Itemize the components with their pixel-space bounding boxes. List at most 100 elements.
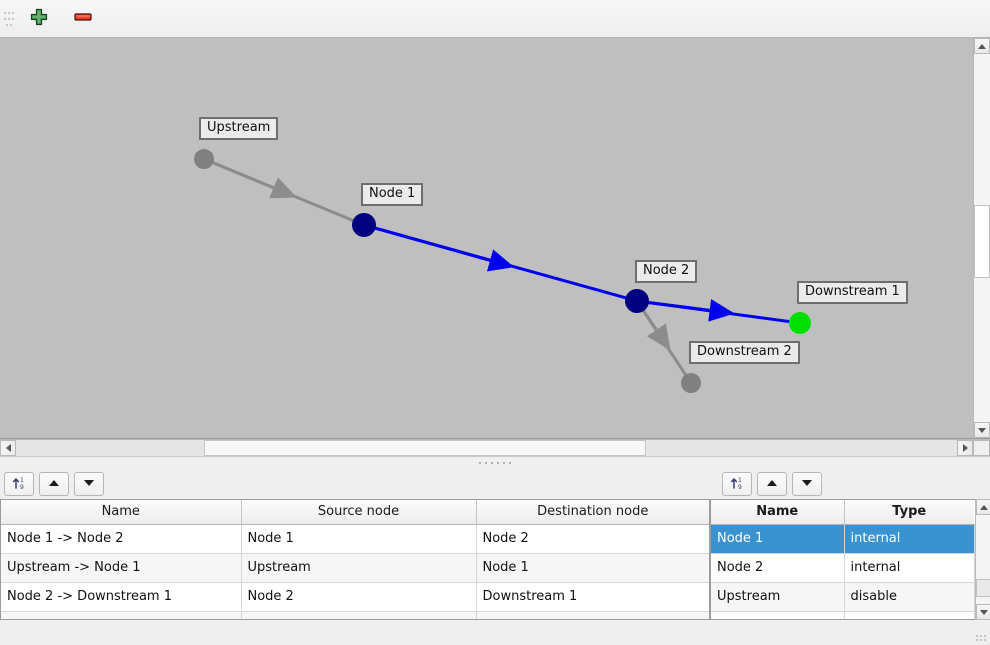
nodes-move-up-button[interactable] [757,472,787,496]
link-destination-cell[interactable]: Node 2 [476,524,709,554]
splitter-grip-icon [477,462,513,464]
node-type-cell[interactable]: disable [844,582,975,612]
table-row[interactable]: Node 2 -> Downstream 1 Node 2 Downstream… [1,582,709,612]
triangle-up-icon [978,43,986,49]
links-col-source[interactable]: Source node [241,500,477,525]
triangle-down-icon [800,477,814,491]
link-destination-cell[interactable]: Node 1 [476,553,709,583]
table-row[interactable]: Upstream disable [711,582,975,612]
nodes-col-type[interactable]: Type [844,500,974,525]
nodes-sort-button[interactable]: 1 9 [722,472,752,496]
toolbar-drag-handle[interactable] [3,6,15,32]
link-source-cell[interactable]: Upstream [241,553,477,583]
table-row[interactable]: Node 2 -> Downstream 2 Node 2 Downstream… [1,611,709,619]
table-row[interactable]: Node 1 internal [711,524,975,554]
link-source-cell[interactable]: Node 2 [241,582,477,612]
canvas-hscroll-track[interactable] [16,440,957,456]
link-name-cell[interactable]: Node 2 -> Downstream 1 [1,582,242,612]
edge-node1-node2-arrow [363,223,515,272]
canvas-vscroll-thumb[interactable] [974,204,990,279]
resize-grip-icon[interactable] [975,630,987,642]
node-node2 [625,289,649,313]
red-minus-icon [71,7,95,30]
node-type-cell[interactable]: internal [844,524,975,554]
triangle-left-icon [5,444,11,452]
scroll-right-button[interactable] [957,440,973,456]
links-move-down-button[interactable] [74,472,104,496]
svg-text:9: 9 [738,484,742,491]
remove-node-button[interactable] [67,4,99,34]
edge-upstream-node1-arrow [203,157,297,199]
links-table-container[interactable]: Name Source node Destination node Node 1… [0,499,710,620]
status-bar [0,620,990,645]
link-destination-cell[interactable]: Downstream 1 [476,582,709,612]
nodes-scroll-up-button[interactable] [975,499,990,515]
node-label-node1[interactable]: Node 1 [361,183,424,206]
triangle-up-icon [47,477,61,491]
triangle-right-icon [962,444,968,452]
node-node1 [352,213,376,237]
nodes-scroll-down-button[interactable] [975,604,990,620]
nodes-move-down-button[interactable] [792,472,822,496]
nodes-table-header-row: Name Type [711,500,974,525]
link-name-cell[interactable]: Node 2 -> Downstream 2 [1,611,242,619]
link-name-cell[interactable]: Node 1 -> Node 2 [1,524,242,554]
triangle-down-icon [978,427,986,433]
links-sort-button[interactable]: 1 9 [4,472,34,496]
svg-text:1: 1 [738,477,742,484]
canvas-vscroll-track[interactable] [974,54,990,422]
table-row[interactable]: Node 1 -> Node 2 Node 1 Node 2 [1,524,709,554]
link-source-cell[interactable]: Node 2 [241,611,477,619]
pane-splitter[interactable] [0,456,990,469]
scroll-left-button[interactable] [0,440,16,456]
node-name-cell[interactable]: Upstream [711,582,845,612]
nodes-table-box[interactable]: Name Type Node 1 internal Node 2 i [710,499,975,620]
graph-nodes [194,149,811,393]
links-table: Name Source node Destination node Node 1… [1,500,709,619]
links-table-header-row: Name Source node Destination node [1,500,709,525]
node-label-upstream[interactable]: Upstream [199,117,279,140]
node-name-cell[interactable]: Node 1 [711,524,845,554]
nodes-vscroll-track[interactable] [975,515,990,604]
links-move-up-button[interactable] [39,472,69,496]
triangle-down-icon [82,477,96,491]
links-col-destination[interactable]: Destination node [476,500,709,525]
node-name-cell[interactable]: Node 2 [711,553,845,583]
nodes-table-container[interactable]: Name Type Node 1 internal Node 2 i [710,499,990,620]
graph-canvas[interactable]: Upstream Node 1 Node 2 Downstream 1 Down… [0,38,973,438]
sort-arrow-19-icon: 1 9 [729,475,745,494]
scroll-up-button[interactable] [974,38,990,54]
node-type-cell[interactable]: downstream [844,611,975,619]
triangle-up-icon [765,477,779,491]
nodes-vscroll-thumb[interactable] [975,579,990,597]
nodes-panel: 1 9 [710,469,990,620]
canvas-hscroll-thumb[interactable] [204,440,647,456]
link-name-cell[interactable]: Upstream -> Node 1 [1,553,242,583]
scrollbar-corner [973,440,990,456]
nodes-col-name[interactable]: Name [711,500,845,525]
node-label-node2[interactable]: Node 2 [635,260,698,283]
green-plus-icon [29,7,49,30]
node-name-cell[interactable]: Downstream 1 [711,611,845,619]
canvas-horizontal-scrollbar[interactable] [0,439,990,456]
table-row[interactable]: Upstream -> Node 1 Upstream Node 1 [1,553,709,583]
graph-svg [194,149,811,393]
table-row[interactable]: Node 2 internal [711,553,975,583]
node-downstream1 [789,312,811,334]
link-destination-cell[interactable]: Downstream 2 [476,611,709,619]
canvas-vertical-scrollbar[interactable] [973,38,990,438]
nodes-vertical-scrollbar[interactable] [974,499,990,620]
links-col-name[interactable]: Name [1,500,242,525]
graph-view[interactable]: Upstream Node 1 Node 2 Downstream 1 Down… [0,38,990,439]
link-source-cell[interactable]: Node 1 [241,524,477,554]
nodes-table: Name Type Node 1 internal Node 2 i [711,500,975,619]
svg-text:9: 9 [20,484,24,491]
node-type-cell[interactable]: internal [844,553,975,583]
add-node-button[interactable] [23,4,55,34]
node-label-downstream2[interactable]: Downstream 2 [689,341,800,364]
table-row[interactable]: Downstream 1 downstream [711,611,975,619]
scroll-down-button[interactable] [974,422,990,438]
links-panel: 1 9 [0,469,710,620]
edge-node2-downstream1-arrow [636,298,735,322]
node-label-downstream1[interactable]: Downstream 1 [797,281,908,304]
